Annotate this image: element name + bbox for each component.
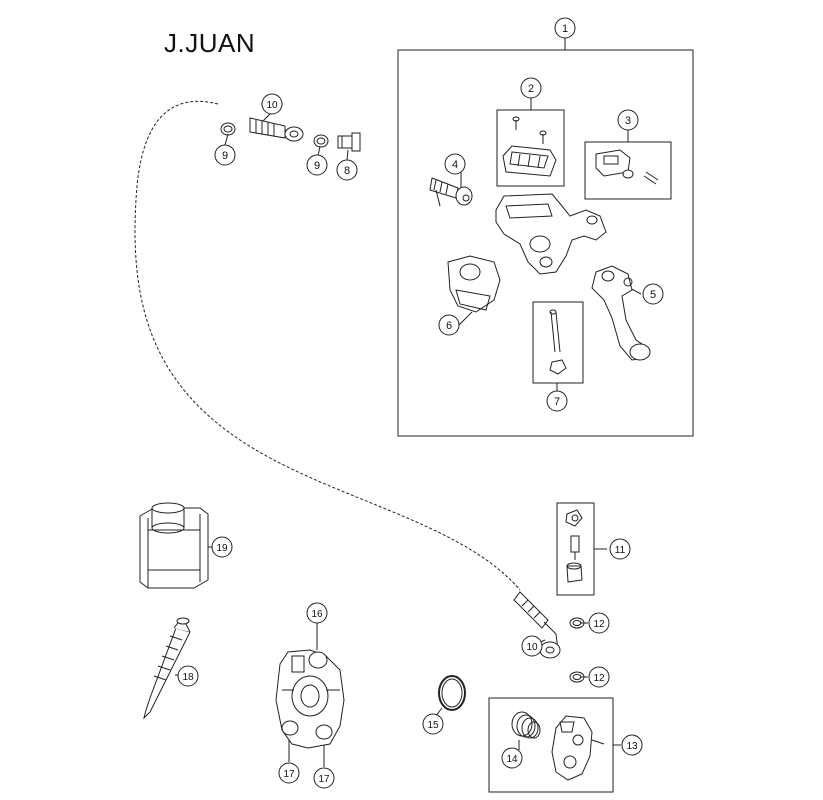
callout-c12b: 12	[588, 666, 610, 688]
callout-number: 10	[266, 100, 278, 111]
group-box-13	[488, 697, 614, 793]
callout-number: 16	[311, 609, 323, 620]
callout-number: 10	[526, 642, 538, 653]
part-fluid-bottle-19	[139, 502, 209, 589]
callout-c16: 16	[306, 602, 328, 624]
part-reservoir-cover-2	[502, 116, 557, 177]
part-o-ring-15	[438, 675, 466, 711]
part-brake-lever-5	[591, 265, 651, 361]
callout-circle	[336, 159, 358, 181]
group-box-7	[532, 301, 584, 384]
part-banjo-bolt-8	[337, 132, 361, 152]
callout-circle	[520, 77, 542, 99]
callout-number: 17	[318, 774, 330, 785]
callout-circle	[306, 154, 328, 176]
part-caliper-17	[275, 649, 345, 749]
part-clamp-3	[595, 149, 659, 185]
callout-c9a: 9	[214, 144, 236, 166]
callout-circle	[278, 762, 300, 784]
callout-c3: 3	[617, 109, 639, 131]
callout-number: 4	[452, 159, 458, 171]
master-cylinder-group-box	[397, 49, 694, 437]
part-washer-9b	[313, 134, 329, 148]
callout-number: 11	[615, 545, 626, 556]
callout-circle	[501, 747, 523, 769]
callout-number: 2	[528, 83, 534, 95]
callout-number: 12	[593, 673, 605, 684]
callout-c4: 4	[444, 153, 466, 175]
callout-circle	[214, 144, 236, 166]
callout-number: 12	[593, 619, 605, 630]
callout-circle	[306, 602, 328, 624]
callout-circle	[438, 314, 460, 336]
callout-circle	[444, 153, 466, 175]
part-switch-housing-6	[447, 255, 501, 313]
callout-circle	[642, 283, 664, 305]
callout-c1: 1	[554, 17, 576, 39]
callout-number: 5	[650, 289, 656, 301]
callout-number: 14	[506, 754, 518, 765]
diagram-brand-title: J.JUAN	[164, 28, 256, 58]
callout-number: 17	[283, 769, 295, 780]
part-hose-banjo-bottom	[513, 591, 561, 659]
callout-circle	[261, 93, 283, 115]
callout-number: 9	[222, 150, 228, 162]
callout-number: 3	[625, 115, 631, 127]
callout-c17a: 17	[278, 762, 300, 784]
callout-c11: 11	[609, 538, 631, 560]
callout-c6: 6	[438, 314, 460, 336]
part-bleed-set-11	[565, 509, 583, 583]
callout-c19: 19	[211, 536, 233, 558]
callout-circle	[621, 734, 643, 756]
part-syringe-18	[143, 617, 191, 720]
callout-number: 18	[182, 672, 194, 683]
part-washer-12b	[569, 671, 585, 683]
callout-number: 13	[626, 741, 638, 752]
callout-c8: 8	[336, 159, 358, 181]
part-pushrod-7	[549, 309, 567, 375]
callout-number: 6	[446, 320, 452, 332]
callout-circle	[588, 666, 610, 688]
part-seal-14	[511, 711, 541, 739]
callout-circle	[546, 390, 568, 412]
callout-c18: 18	[177, 665, 199, 687]
callout-circle	[554, 17, 576, 39]
callout-circle	[609, 538, 631, 560]
callout-c10b: 10	[521, 635, 543, 657]
callout-number: 1	[562, 23, 568, 35]
callout-number: 8	[344, 165, 350, 177]
part-hose-banjo-top	[249, 117, 304, 142]
callout-number: 19	[216, 543, 228, 554]
callout-c10a: 10	[261, 93, 283, 115]
part-washer-12a	[569, 617, 585, 629]
callout-circle	[211, 536, 233, 558]
callout-c12a: 12	[588, 612, 610, 634]
callout-circle	[313, 767, 335, 789]
callout-circle	[177, 665, 199, 687]
part-slave-cylinder-13	[551, 715, 605, 781]
callout-circle	[422, 713, 444, 735]
callout-number: 15	[427, 720, 439, 731]
callout-c17b: 17	[313, 767, 335, 789]
part-washer-9a	[220, 122, 236, 136]
callout-c9b: 9	[306, 154, 328, 176]
callout-number: 7	[554, 396, 560, 408]
callout-c13: 13	[621, 734, 643, 756]
callout-c2: 2	[520, 77, 542, 99]
callout-c14: 14	[501, 747, 523, 769]
part-master-cylinder-body	[495, 193, 607, 275]
callout-circle	[521, 635, 543, 657]
callout-number: 9	[314, 160, 320, 172]
part-bleed-screw-4	[429, 177, 473, 207]
callout-c5: 5	[642, 283, 664, 305]
callout-c7: 7	[546, 390, 568, 412]
callout-circle	[588, 612, 610, 634]
callout-c15: 15	[422, 713, 444, 735]
callout-circle	[617, 109, 639, 131]
brake-hose	[134, 100, 521, 591]
